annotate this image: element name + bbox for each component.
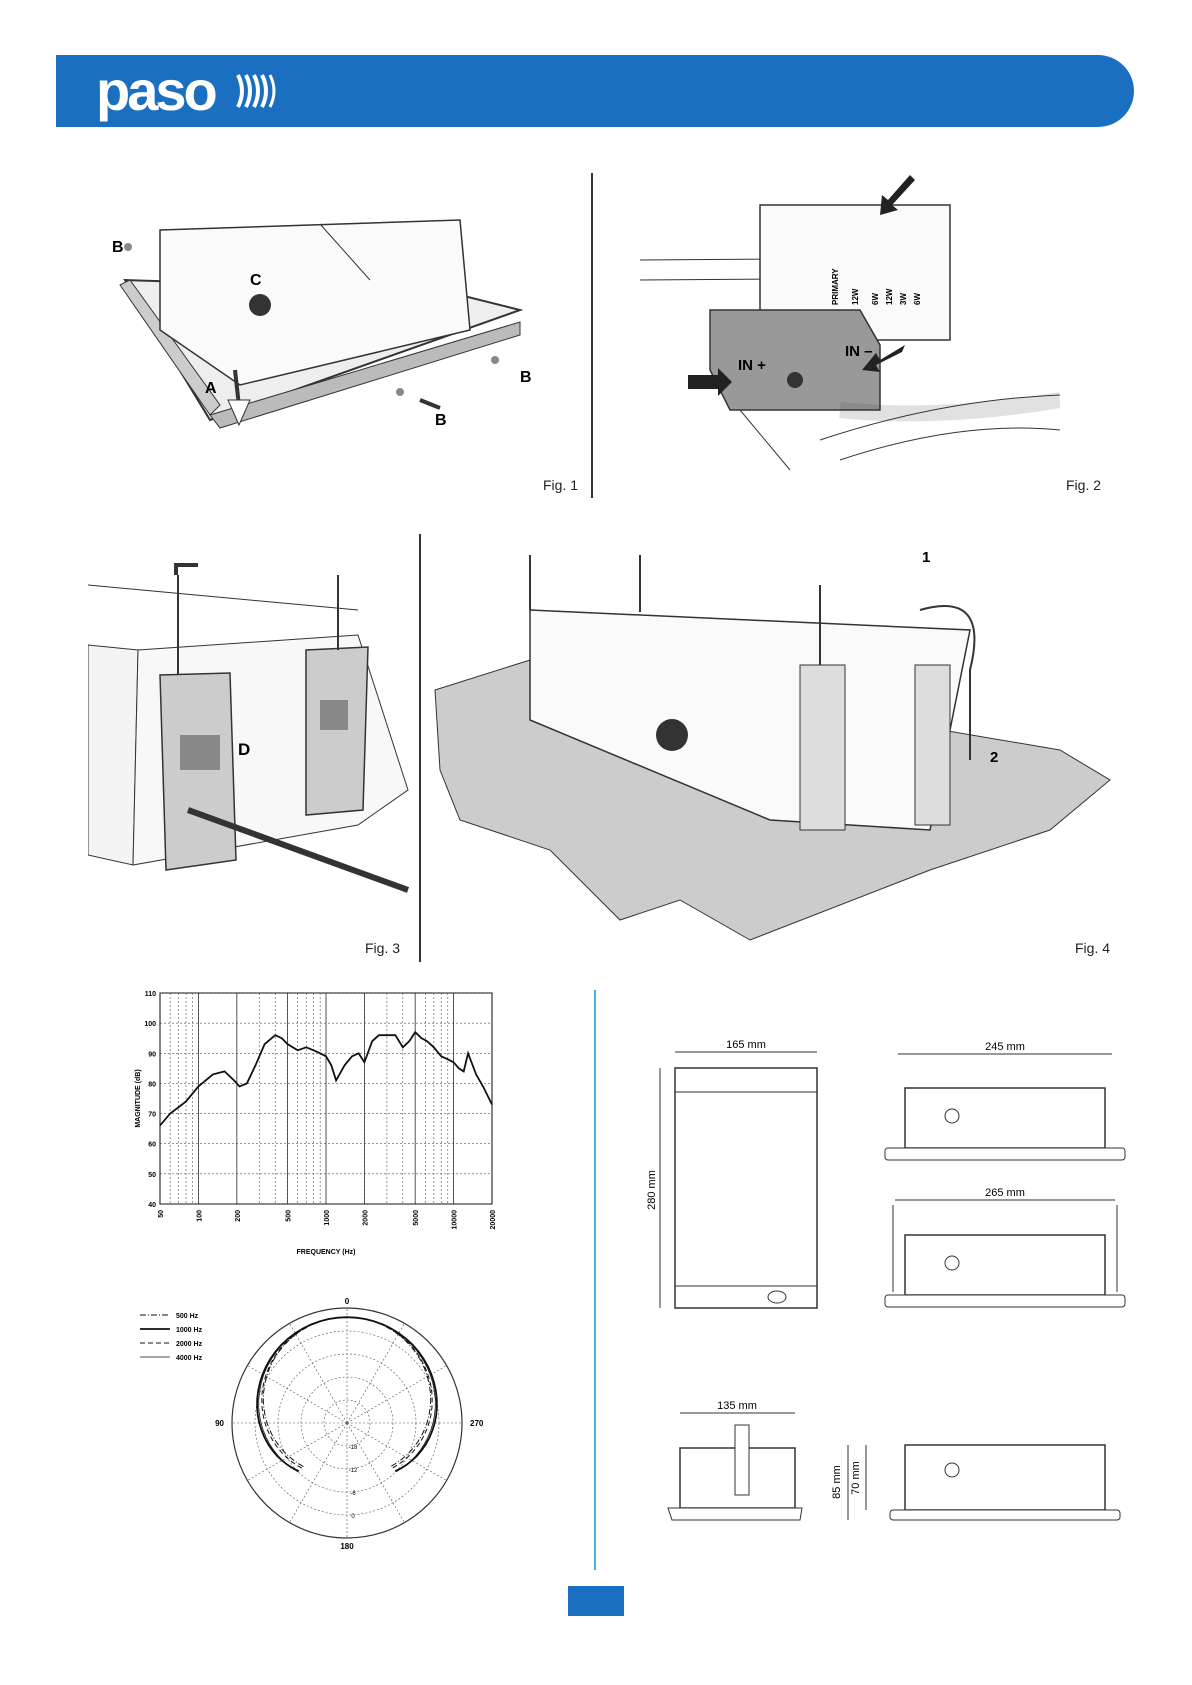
y-tick-label: 60 <box>148 1142 156 1149</box>
y-tick-label: 90 <box>148 1051 156 1058</box>
fig2-3w: 3W <box>899 293 908 305</box>
fig1-label: Fig. 1 <box>543 477 578 493</box>
fig2-12w-b: 12W <box>885 288 894 305</box>
y-tick-label: 100 <box>144 1021 156 1028</box>
dim-front-width: 135 mm <box>717 1400 757 1412</box>
fig2-6w-a: 6W <box>871 293 880 305</box>
fig2-in-plus: IN + <box>738 357 766 374</box>
fig4-callout-1: 1 <box>922 550 930 566</box>
fig2-label: Fig. 2 <box>1066 477 1101 493</box>
legend-entry: 2000 Hz <box>176 1341 203 1348</box>
x-tick-label: 500 <box>286 1210 293 1222</box>
fig1-callout-b3: B <box>435 412 447 429</box>
y-tick-label: 110 <box>145 991 156 998</box>
x-tick-label: 20000 <box>490 1210 497 1230</box>
paso-logo: paso <box>96 59 215 123</box>
fig4-label: Fig. 4 <box>1075 940 1110 956</box>
x-axis-label: FREQUENCY (Hz) <box>297 1249 356 1256</box>
dim-height-inner: 70 mm <box>850 1461 862 1495</box>
fig1-callout-b2: B <box>520 369 532 386</box>
fig2-in-minus: IN – <box>845 343 873 360</box>
polar-radial-label: -6 <box>350 1491 356 1497</box>
divider-top <box>591 173 593 498</box>
dimension-drawings: 165 mm 280 mm 245 mm 265 mm 135 mm 85 mm… <box>640 1030 1130 1550</box>
polar-radial-label: -18 <box>349 1445 358 1451</box>
header-banner: paso <box>56 55 1134 127</box>
dim-side-width-a: 245 mm <box>985 1041 1025 1053</box>
y-tick-label: 80 <box>148 1081 156 1088</box>
polar-angle-label: 90 <box>215 1419 224 1428</box>
figure-4-illustration: 1 2 <box>430 550 1120 950</box>
y-tick-label: 70 <box>148 1112 156 1119</box>
figure-2-illustration: PRIMARY 12W 6W 12W 3W 6W IN + IN – <box>640 170 1060 490</box>
dim-top-width: 165 mm <box>726 1039 766 1051</box>
fig4-callout-2: 2 <box>990 749 998 766</box>
page-number-badge <box>568 1586 624 1616</box>
polar-angle-label: 0 <box>345 1297 350 1306</box>
figure-1-illustration: B C A B B <box>100 210 550 460</box>
fig2-primary: PRIMARY <box>831 268 840 305</box>
x-tick-label: 200 <box>235 1210 242 1222</box>
fig1-callout-a: A <box>205 380 217 397</box>
fig1-callout-b1: B <box>112 239 124 256</box>
y-tick-label: 40 <box>148 1202 156 1209</box>
figure-3-illustration: D <box>88 555 418 925</box>
legend-entry: 1000 Hz <box>176 1327 203 1334</box>
x-tick-label: 50 <box>158 1210 165 1218</box>
polar-angle-label: 180 <box>340 1542 354 1551</box>
x-tick-label: 10000 <box>452 1210 459 1230</box>
x-tick-label: 1000 <box>324 1210 331 1226</box>
x-tick-label: 2000 <box>362 1210 369 1226</box>
dim-height-outer: 85 mm <box>831 1465 843 1499</box>
fig3-callout-d: D <box>238 740 250 759</box>
fig2-12w-a: 12W <box>851 288 860 305</box>
polar-angle-label: 270 <box>470 1419 484 1428</box>
polar-radial-label: -12 <box>349 1468 358 1474</box>
divider-bottom <box>594 990 596 1570</box>
fig2-6w-b: 6W <box>913 293 922 305</box>
fig3-label: Fig. 3 <box>365 940 400 956</box>
fig1-callout-c: C <box>250 272 262 289</box>
y-tick-label: 50 <box>148 1172 156 1179</box>
legend-entry: 4000 Hz <box>176 1355 203 1362</box>
x-tick-label: 5000 <box>413 1210 420 1226</box>
divider-middle <box>419 534 421 962</box>
x-tick-label: 100 <box>196 1210 203 1222</box>
y-axis-label: MAGNITUDE (dB) <box>135 1069 142 1127</box>
logo-waves-icon <box>234 71 280 111</box>
dim-top-height: 280 mm <box>646 1170 658 1210</box>
dim-side-width-b: 265 mm <box>985 1187 1025 1199</box>
legend-entry: 500 Hz <box>176 1313 199 1320</box>
